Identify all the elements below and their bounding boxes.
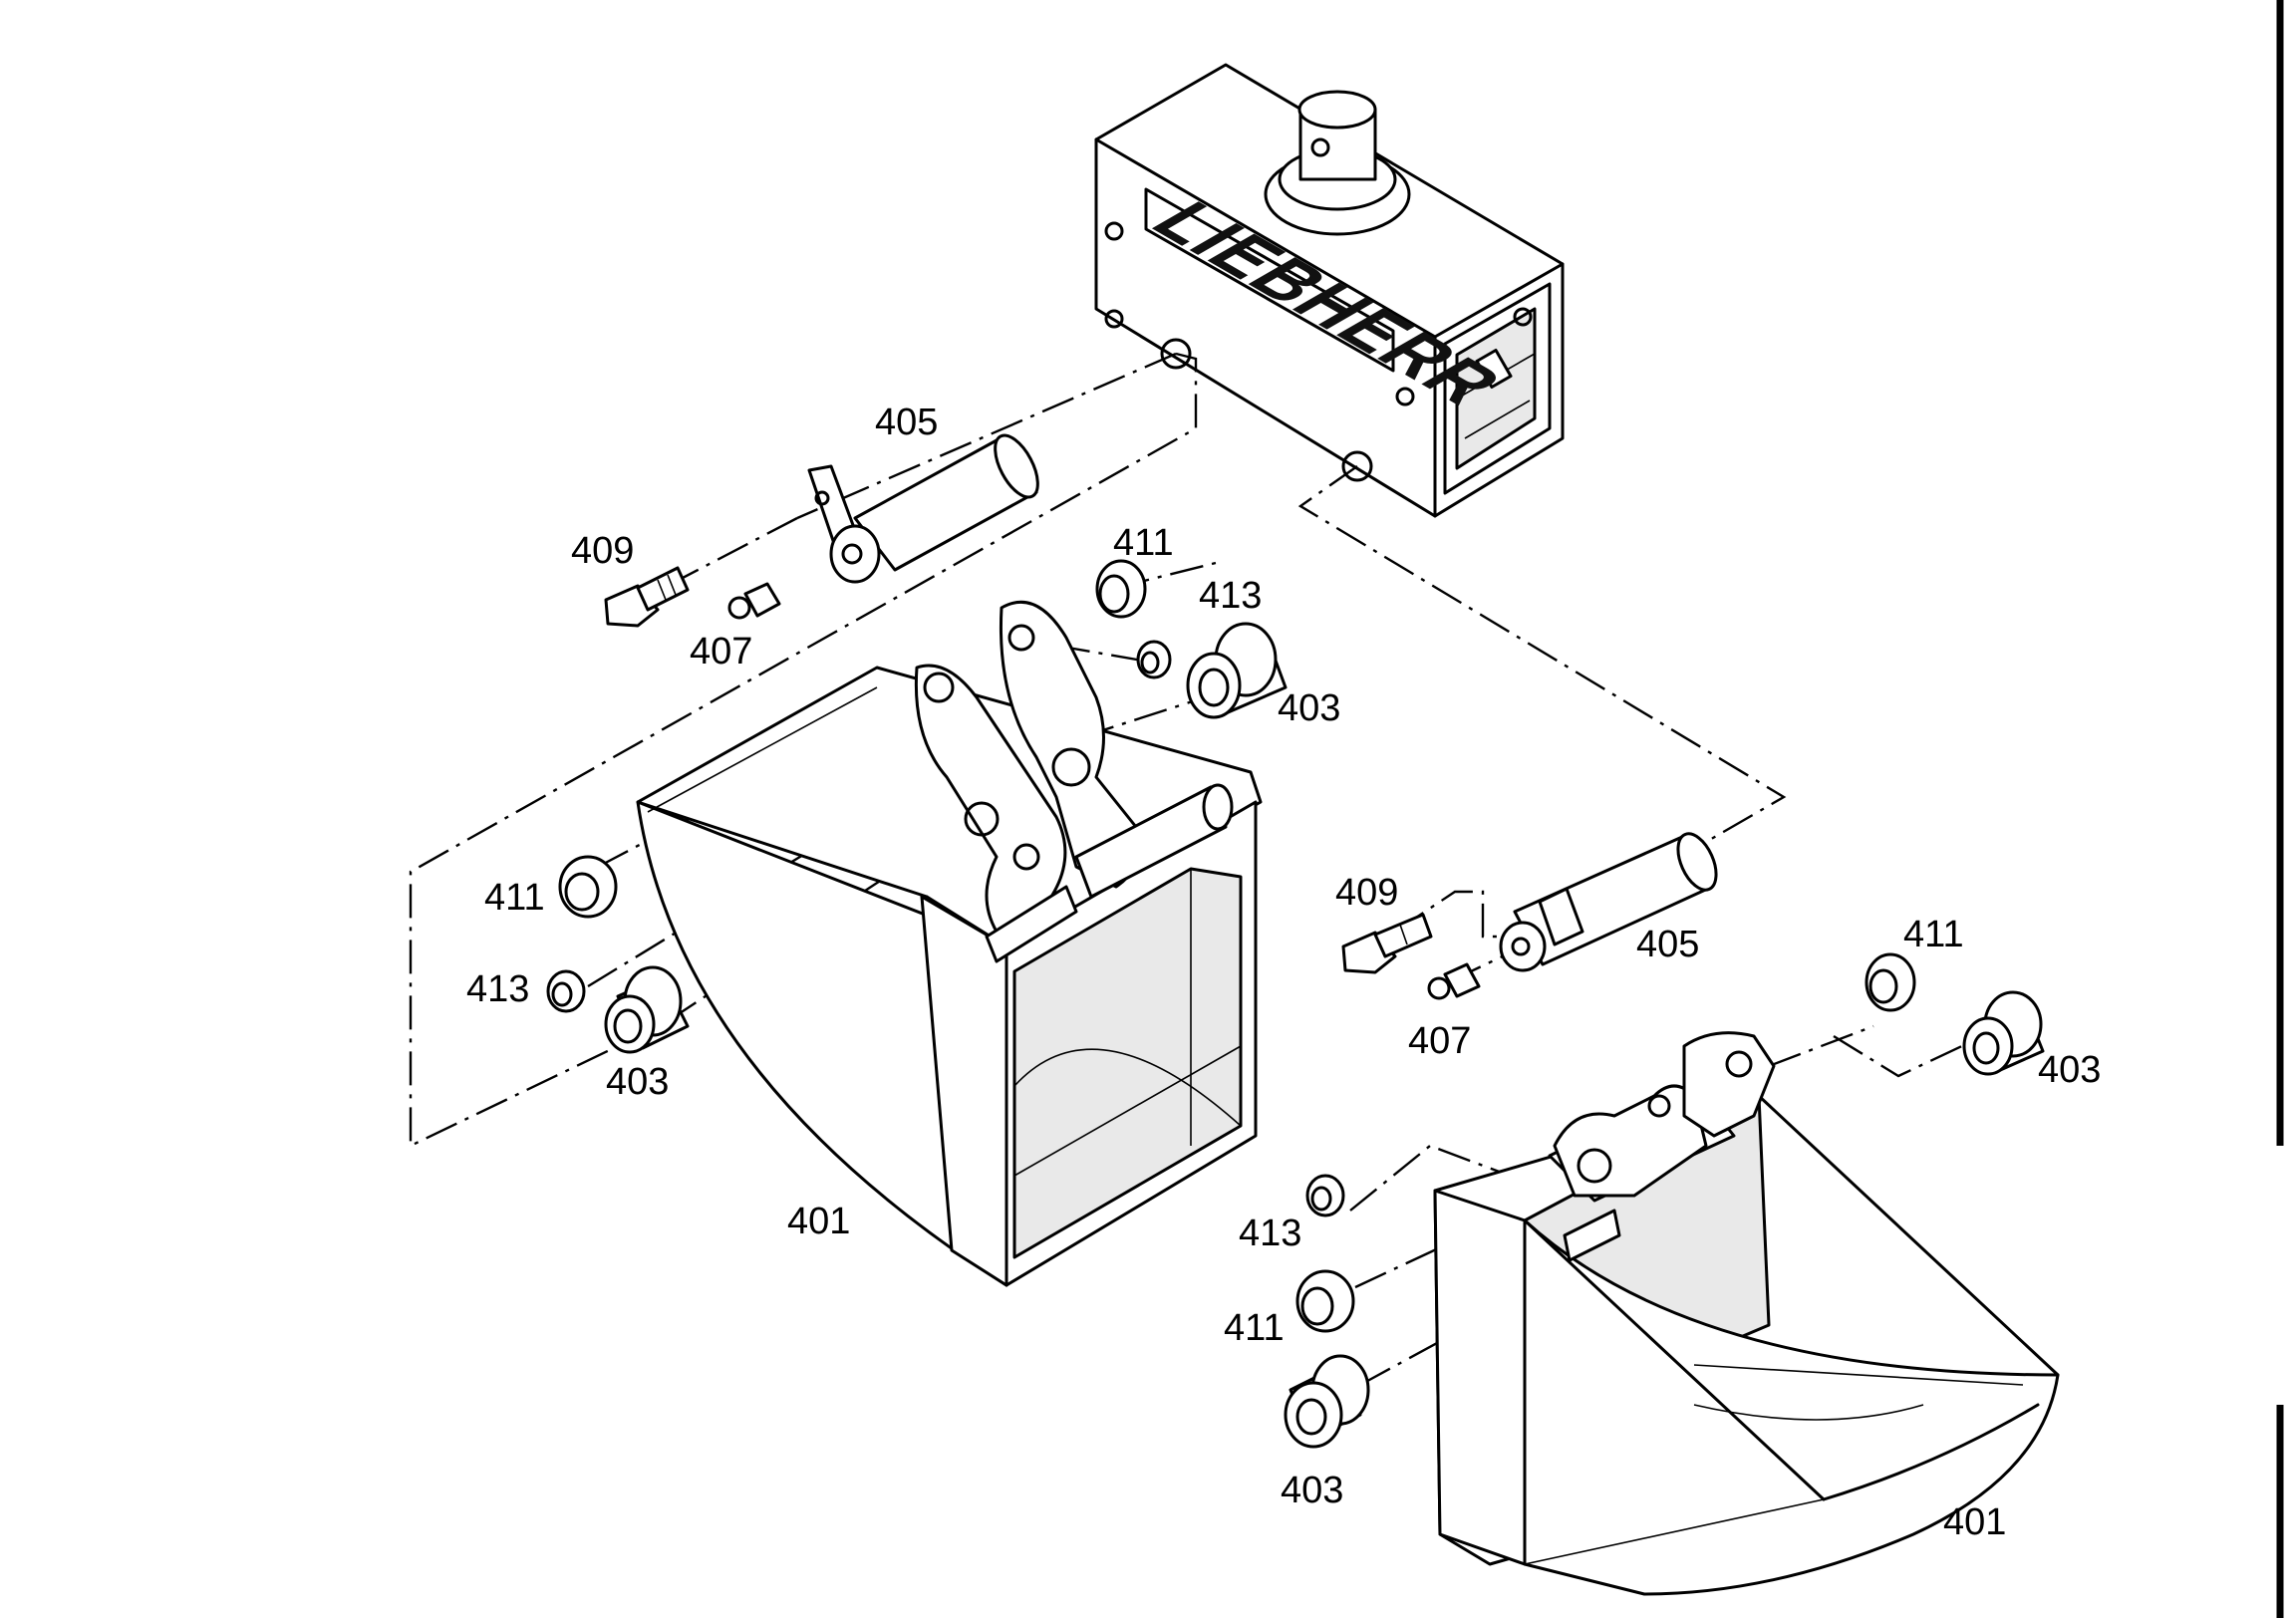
label-403-left: 403 — [606, 1061, 669, 1103]
pin-405-upper — [807, 433, 1039, 584]
label-405-lower: 405 — [1636, 924, 1699, 965]
label-407-lower: 407 — [1408, 1020, 1471, 1062]
label-407-upper: 407 — [690, 631, 752, 673]
label-413-left: 413 — [466, 968, 529, 1010]
bucket-401-right — [1433, 1031, 2060, 1596]
label-405-upper: 405 — [875, 402, 938, 443]
bolt-409-upper — [604, 566, 690, 628]
bushing-403-lower — [1284, 1354, 1370, 1449]
label-401-right: 401 — [1943, 1501, 2006, 1543]
nipple-407-upper — [727, 582, 781, 620]
bushing-411-lower — [1295, 1269, 1355, 1333]
label-413-upper: 413 — [1199, 575, 1262, 617]
bucket-401-left — [636, 600, 1263, 1287]
pin-405-lower — [1499, 832, 1718, 972]
bushing-413-left — [546, 969, 586, 1013]
bushing-403-upper — [1186, 622, 1288, 719]
bushing-411-right — [1865, 952, 1916, 1012]
label-403-right: 403 — [2038, 1049, 2101, 1091]
label-411-left: 411 — [484, 877, 545, 919]
label-411-upper: 411 — [1113, 522, 1174, 564]
label-409-lower: 409 — [1335, 872, 1398, 914]
label-401-left: 401 — [787, 1201, 850, 1242]
part-labels: 405 409 407 411 413 403 411 413 403 401 … — [466, 402, 2101, 1543]
bushing-411-upper-ring — [1095, 559, 1147, 619]
bolt-409-lower — [1341, 913, 1433, 974]
label-413-lower: 413 — [1239, 1213, 1301, 1254]
bushing-403-left — [604, 965, 690, 1054]
bushing-413-lower — [1305, 1174, 1345, 1217]
label-403-upper: 403 — [1278, 687, 1340, 729]
bushing-403-right — [1962, 990, 2045, 1076]
bushing-411-left — [558, 855, 618, 919]
label-409-upper: 409 — [571, 530, 634, 572]
quick-coupler: LIEBHERR — [1094, 63, 1565, 518]
label-411-right: 411 — [1903, 914, 1964, 955]
label-403-lower: 403 — [1281, 1470, 1343, 1511]
label-411-lower: 411 — [1224, 1307, 1285, 1349]
bushing-413-upper-ring — [1136, 640, 1172, 679]
nipple-407-lower — [1427, 962, 1481, 1000]
